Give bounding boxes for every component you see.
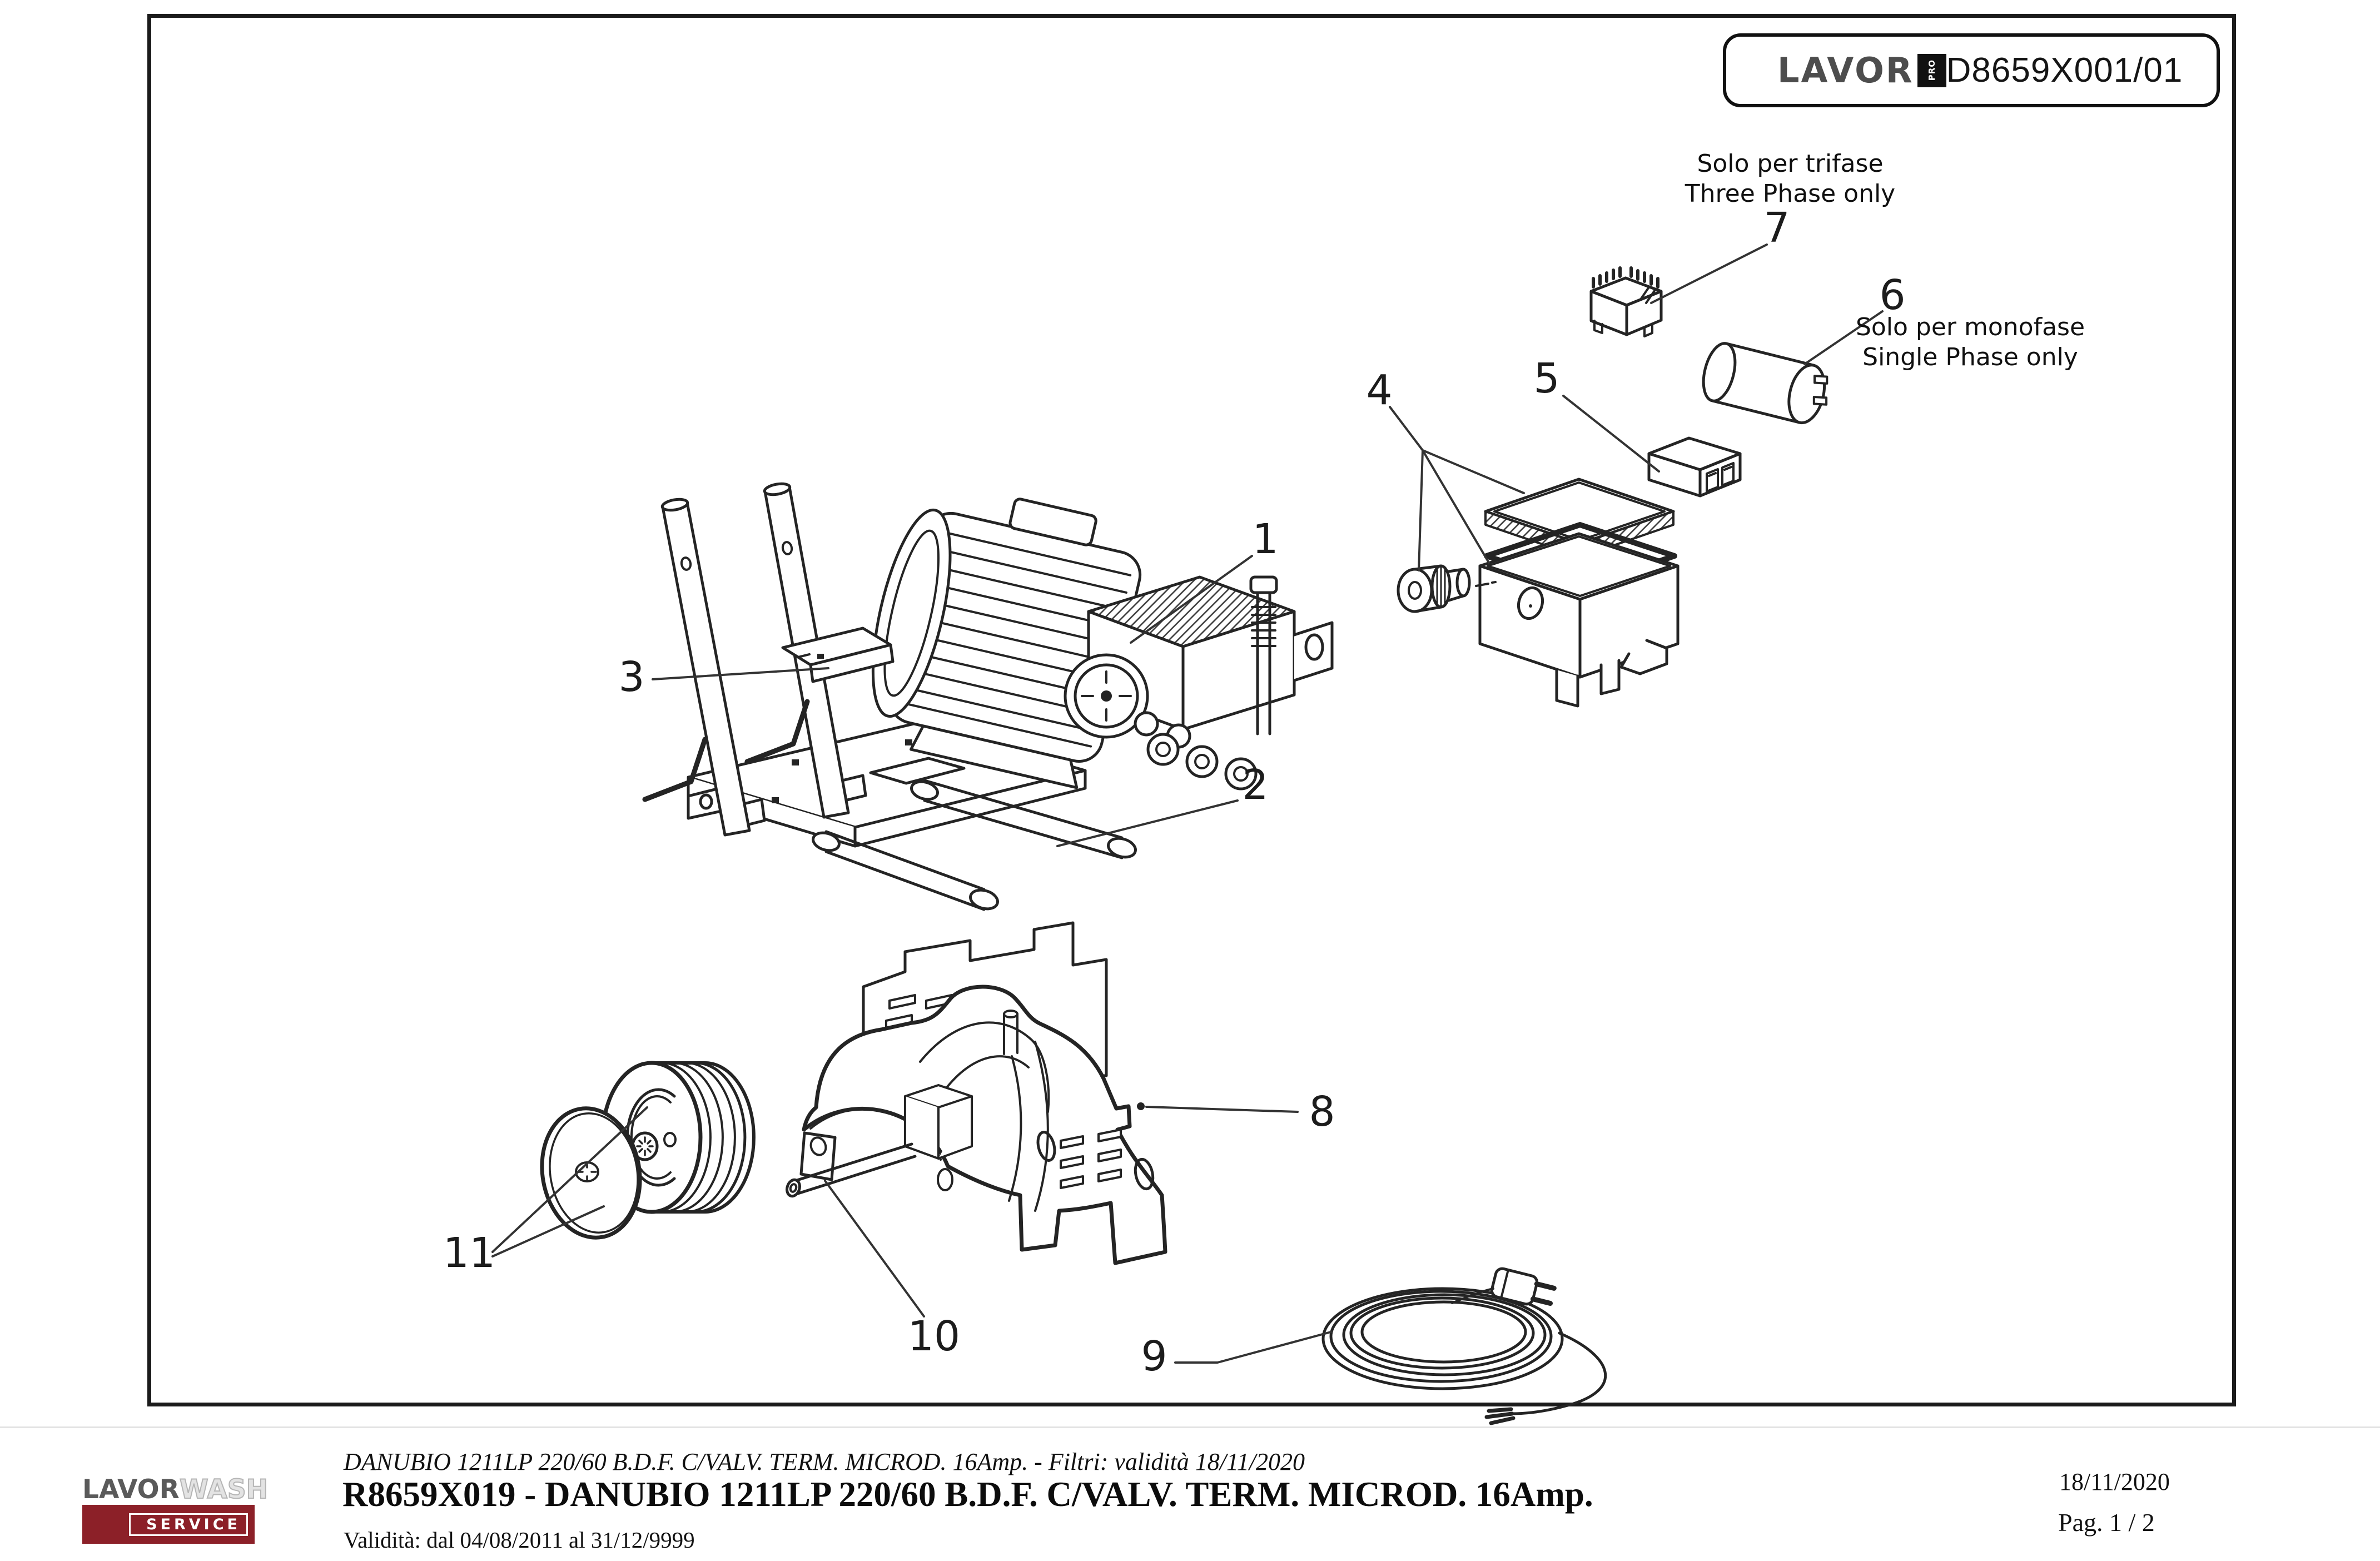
- footer-title: R8659X019 - DANUBIO 1211LP 220/60 B.D.F.…: [342, 1475, 1593, 1514]
- part-label-10: 10: [907, 1313, 961, 1360]
- part11-wheel: [600, 1061, 756, 1214]
- footer-page: Pag. 1 / 2: [2058, 1508, 2155, 1537]
- note-three-phase-en: Three Phase only: [1685, 180, 1896, 208]
- note-single-phase: Solo per monofase Single Phase only: [1848, 312, 2093, 372]
- note-three-phase: Solo per trifase Three Phase only: [1668, 149, 1912, 209]
- part-label-6: 6: [1879, 271, 1906, 319]
- part11-hubcap: [540, 1106, 642, 1240]
- footer-logo: LAVORWASH SERVICE: [82, 1474, 269, 1544]
- part-label-5: 5: [1533, 355, 1560, 402]
- leader-lines: [491, 243, 1884, 1364]
- footer-logo-service-label: SERVICE: [129, 1513, 248, 1536]
- housing-deck-box: [904, 1084, 973, 1160]
- lavor-wordmark: LAVOR: [1777, 50, 1914, 91]
- footer-subtitle: DANUBIO 1211LP 220/60 B.D.F. C/VALV. TER…: [344, 1448, 1305, 1475]
- cable-gland: [1397, 564, 1471, 613]
- note-three-phase-it: Solo per trifase: [1697, 150, 1884, 178]
- footer-logo-service-bar: SERVICE: [82, 1505, 255, 1544]
- footer-logo-secondary: WASH: [179, 1474, 269, 1505]
- footer-separator: [0, 1426, 2380, 1428]
- part10-axle: [786, 1142, 917, 1198]
- cable-hook: [642, 737, 708, 802]
- leader-8-dot: [1137, 1102, 1145, 1110]
- part-label-1: 1: [1252, 515, 1279, 563]
- part4-electrical-box: [1397, 478, 1680, 708]
- part-label-8: 8: [1309, 1088, 1335, 1136]
- part9-power-cable: [1321, 1267, 1607, 1425]
- cable-hook: [744, 699, 810, 764]
- footer-logo-wordmark: LAVORWASH: [82, 1474, 269, 1505]
- note-single-phase-en: Single Phase only: [1862, 343, 2078, 371]
- part6-capacitor: [1702, 342, 1829, 425]
- power-plug: [1490, 1267, 1557, 1306]
- part3-bracket: [781, 627, 895, 683]
- part-label-2: 2: [1242, 761, 1269, 809]
- title-box: LAVOR PRO D8659X001/01: [1723, 33, 2220, 107]
- lavor-logo: LAVOR PRO: [1777, 50, 1946, 91]
- pump-head: [1064, 575, 1334, 791]
- part8-base-housing: [799, 921, 1167, 1265]
- part7-terminal-block: [1589, 266, 1663, 337]
- lavor-pro-badge: PRO: [1917, 53, 1946, 87]
- drawing-code: D8659X001/01: [1946, 51, 2183, 90]
- part1-motor-pump-assembly: [871, 498, 1334, 791]
- footer-logo-primary: LAVOR: [82, 1474, 180, 1505]
- footer-validity: Validità: dal 04/08/2011 al 31/12/9999: [344, 1527, 695, 1553]
- part-label-9: 9: [1141, 1333, 1167, 1380]
- part-label-7: 7: [1763, 204, 1790, 252]
- part-label-3: 3: [618, 653, 645, 701]
- note-single-phase-it: Solo per monofase: [1855, 313, 2085, 341]
- box-lid: [1484, 478, 1675, 576]
- footer-date: 18/11/2020: [2059, 1468, 2170, 1495]
- part-label-11: 11: [443, 1229, 496, 1277]
- part-label-4: 4: [1366, 366, 1393, 414]
- box-body: [1475, 532, 1680, 708]
- part5-switch: [1647, 436, 1742, 498]
